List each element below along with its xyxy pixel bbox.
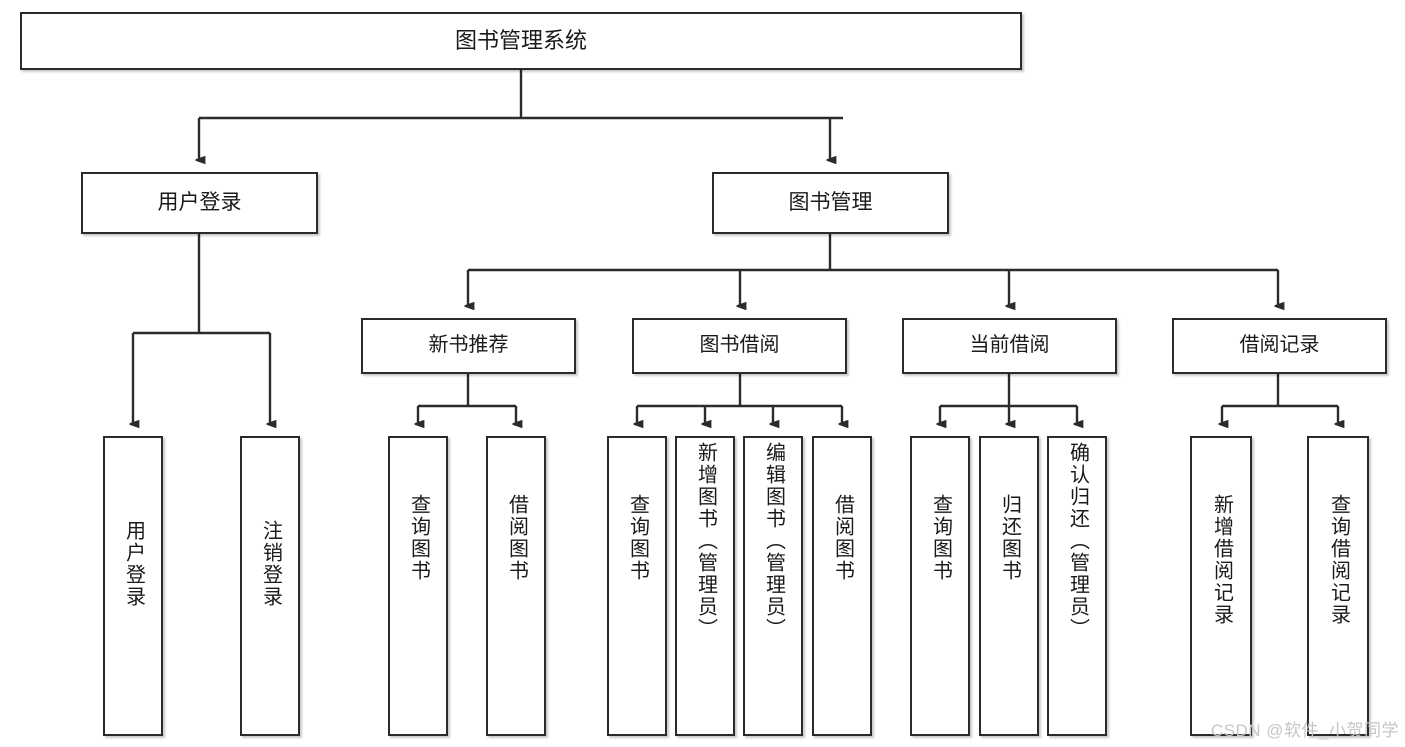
- node-label: 图书借阅: [699, 334, 780, 357]
- node-label: 借阅图书: [505, 494, 528, 582]
- leaf-user-logout[interactable]: 注销登录: [240, 436, 300, 736]
- node-label: 借阅图书: [831, 494, 854, 582]
- node-current-borrow[interactable]: 当前借阅: [902, 318, 1117, 374]
- node-label: 新书推荐: [428, 334, 509, 357]
- leaf-borrow-book-new[interactable]: 借阅图书: [486, 436, 546, 736]
- csdn-watermark: CSDN @软件_小贺同学: [1210, 721, 1399, 740]
- node-label: 新增借阅记录: [1210, 494, 1233, 626]
- leaf-query-book-borrow[interactable]: 查询图书: [607, 436, 667, 736]
- node-label: 新增图书（管理员）: [694, 442, 717, 640]
- node-label: 图书管理: [788, 190, 873, 214]
- node-root-system[interactable]: 图书管理系统: [20, 12, 1022, 70]
- leaf-borrow-book[interactable]: 借阅图书: [812, 436, 872, 736]
- node-label: 注销登录: [259, 520, 282, 608]
- node-label: 查询图书: [626, 494, 649, 582]
- node-label: 归还图书: [998, 494, 1021, 582]
- node-label: 图书管理系统: [454, 28, 587, 54]
- leaf-add-borrow-record[interactable]: 新增借阅记录: [1190, 436, 1252, 736]
- leaf-edit-book-admin[interactable]: 编辑图书（管理员）: [743, 436, 803, 736]
- node-label: 当前借阅: [969, 334, 1050, 357]
- leaf-confirm-return-admin[interactable]: 确认归还（管理员）: [1047, 436, 1107, 736]
- node-label: 查询借阅记录: [1327, 494, 1350, 626]
- node-user-login[interactable]: 用户登录: [81, 172, 318, 234]
- node-label: 借阅记录: [1239, 334, 1320, 357]
- node-label: 确认归还（管理员）: [1066, 442, 1089, 640]
- node-label: 查询图书: [929, 494, 952, 582]
- leaf-query-borrow-record[interactable]: 查询借阅记录: [1307, 436, 1369, 736]
- node-label: 查询图书: [407, 494, 430, 582]
- node-book-borrow[interactable]: 图书借阅: [632, 318, 847, 374]
- leaf-user-login[interactable]: 用户登录: [103, 436, 163, 736]
- node-label: 编辑图书（管理员）: [762, 442, 785, 640]
- node-label: 用户登录: [157, 190, 242, 214]
- leaf-query-book-new[interactable]: 查询图书: [388, 436, 448, 736]
- node-book-management[interactable]: 图书管理: [712, 172, 949, 234]
- leaf-query-book-current[interactable]: 查询图书: [910, 436, 970, 736]
- leaf-return-book[interactable]: 归还图书: [979, 436, 1039, 736]
- leaf-add-book-admin[interactable]: 新增图书（管理员）: [675, 436, 735, 736]
- node-borrow-record[interactable]: 借阅记录: [1172, 318, 1387, 374]
- node-new-book-recommend[interactable]: 新书推荐: [361, 318, 576, 374]
- node-label: 用户登录: [122, 520, 145, 608]
